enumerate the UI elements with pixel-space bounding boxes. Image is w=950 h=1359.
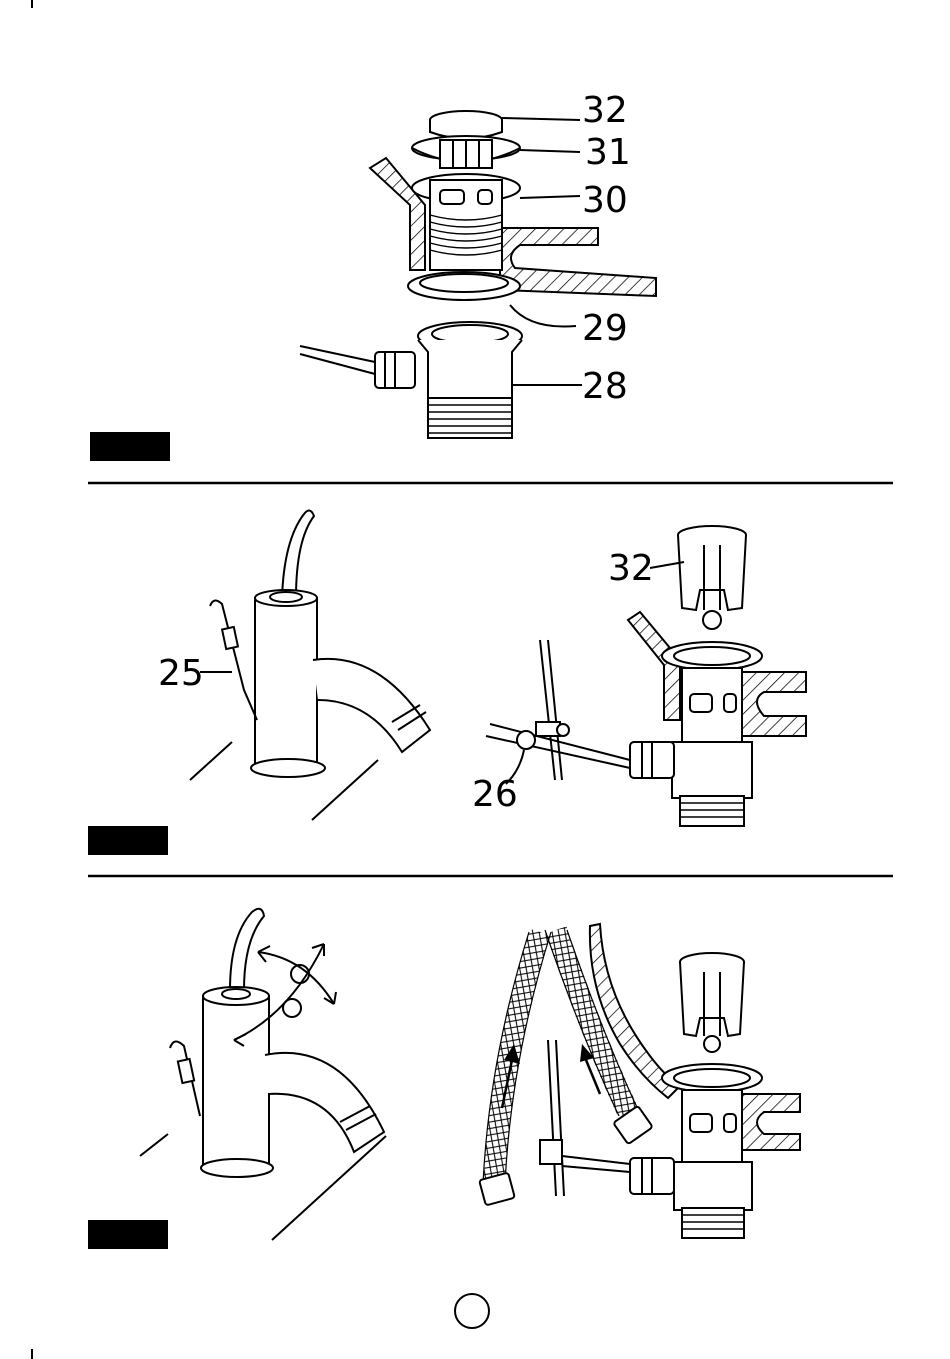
label-25: 25 (158, 653, 204, 694)
label-31: 31 (585, 132, 631, 173)
mixer-faucet-rotation (140, 909, 386, 1240)
part-29-gasket (408, 272, 520, 300)
part-32-pop-up-cap (430, 111, 502, 139)
basin-bottom-section (500, 228, 656, 296)
label-32: 32 (582, 90, 628, 131)
part-31-flange (412, 136, 520, 168)
label-30: 30 (582, 180, 628, 221)
mixer-faucet (190, 510, 430, 820)
label-28: 28 (582, 366, 628, 407)
step-bar-1 (90, 432, 170, 461)
label-29: 29 (582, 308, 628, 349)
panel-3-hoses-and-handle (88, 909, 800, 1249)
hoses-and-drain (479, 924, 800, 1238)
panel-2-rod-assembly: 25 (88, 510, 806, 855)
part-28-drain-housing (300, 322, 522, 438)
panel-1-exploded-drain: 32 31 30 29 28 (90, 90, 656, 461)
step-bar-3 (88, 1220, 168, 1249)
basin-wall-section (370, 158, 425, 270)
step-bar-2 (88, 826, 168, 855)
pop-up-cap-32 (678, 526, 746, 629)
label-26: 26 (472, 774, 518, 815)
page-number-circle (455, 1294, 489, 1328)
label-32-panel2: 32 (608, 548, 654, 589)
